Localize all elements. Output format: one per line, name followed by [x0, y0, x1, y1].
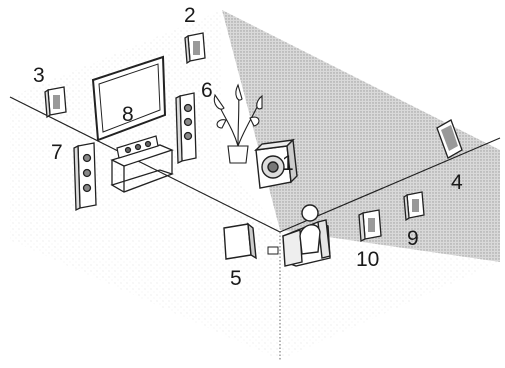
- label-9: 9: [407, 228, 419, 249]
- speaker-10: [359, 210, 381, 241]
- label-2: 2: [184, 5, 196, 26]
- label-7: 7: [51, 142, 63, 163]
- speaker-2: [185, 33, 205, 63]
- speaker-7: [74, 143, 96, 210]
- speaker-5: [224, 224, 256, 259]
- label-8: 8: [122, 104, 134, 125]
- speaker-6: [176, 93, 196, 163]
- label-4: 4: [451, 172, 463, 193]
- listener-floor-marker: [268, 247, 278, 254]
- label-1: 1: [282, 153, 294, 174]
- speaker-3: [45, 87, 66, 117]
- label-10: 10: [356, 249, 379, 270]
- speaker-9: [404, 192, 424, 220]
- label-3: 3: [33, 65, 45, 86]
- label-5: 5: [230, 268, 242, 289]
- label-6: 6: [201, 80, 213, 101]
